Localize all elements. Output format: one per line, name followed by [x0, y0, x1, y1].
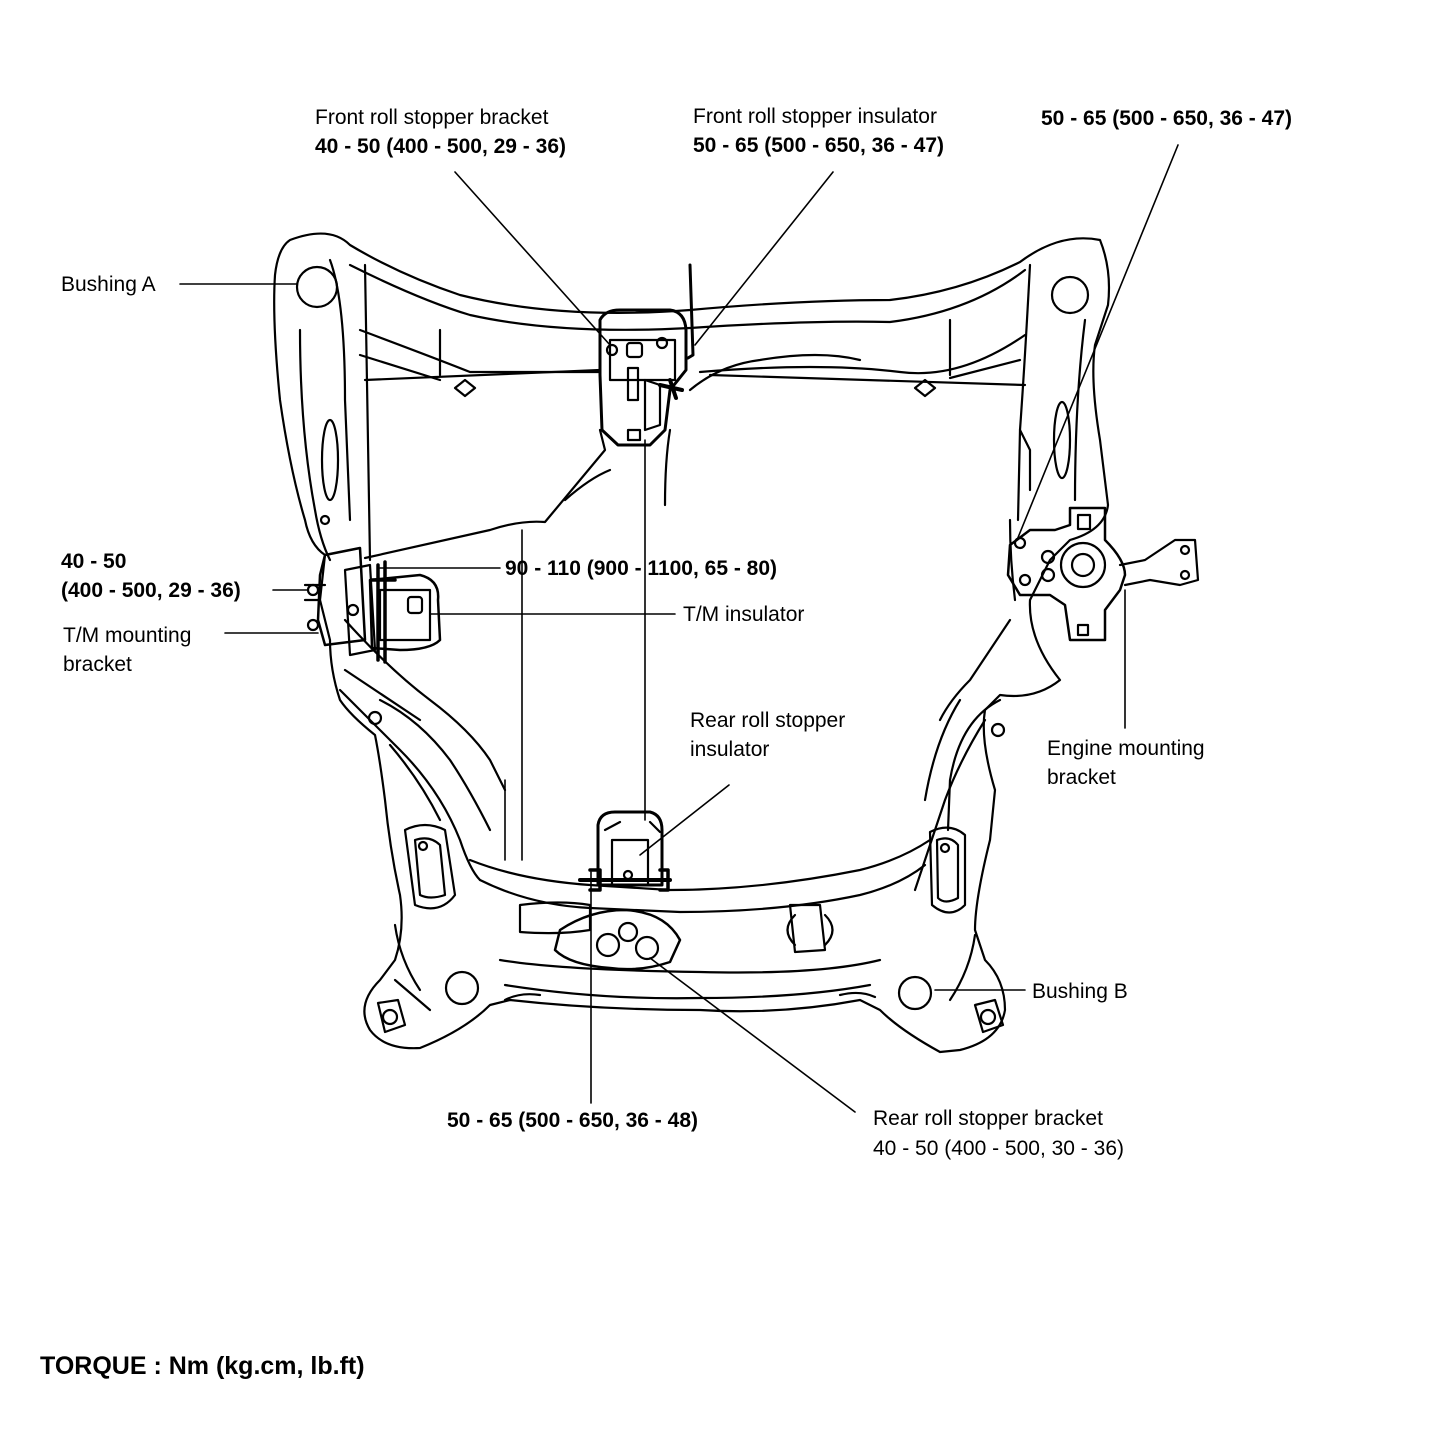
rear-roll-stopper-insulator-label-line1: Rear roll stopper — [690, 709, 846, 732]
inner-opening — [363, 428, 607, 560]
tm-mounting-bracket-label-line2: bracket — [63, 653, 132, 676]
front-roll-stopper-bracket-torque: 40 - 50 (400 - 500, 29 - 36) — [315, 135, 566, 158]
tm-insulator-torque: 90 - 110 (900 - 1100, 65 - 80) — [505, 557, 778, 580]
bushing-a — [295, 265, 339, 309]
right-lower-arm — [913, 718, 987, 892]
tm-bracket-torque-line2: (400 - 500, 29 - 36) — [61, 579, 241, 602]
bushing-b-label: Bushing B — [1032, 980, 1128, 1003]
bushing-a-label: Bushing A — [61, 273, 156, 296]
tm-insulator-label: T/M insulator — [683, 603, 805, 626]
rear-insulator-torque: 50 - 65 (500 - 650, 36 - 48) — [447, 1109, 698, 1132]
rear-roll-stopper-bracket-torque: 40 - 50 (400 - 500, 30 - 36) — [873, 1137, 1124, 1160]
front-roll-stopper-insulator-label: Front roll stopper insulator — [693, 105, 937, 128]
front-roll-stopper-insulator-torque: 50 - 65 (500 - 650, 36 - 47) — [693, 134, 944, 157]
front-roll-stopper-bracket-label: Front roll stopper bracket — [315, 106, 549, 129]
bushing-b — [897, 975, 933, 1011]
right-rail — [1016, 263, 1032, 522]
subframe-outline — [273, 232, 1111, 1054]
rear-roll-stopper — [553, 810, 682, 971]
tm-mounting-bracket-label-line1: T/M mounting — [63, 624, 192, 647]
front-crossmember — [348, 263, 1027, 331]
rear-crossmember — [468, 838, 932, 892]
torque-units-note: TORQUE : Nm (kg.cm, lb.ft) — [40, 1352, 365, 1380]
left-rear-pad — [403, 823, 457, 910]
right-rear-pad — [928, 826, 967, 914]
left-rail — [298, 328, 332, 562]
bushing-b-left — [444, 970, 480, 1006]
engine-mount — [1006, 506, 1200, 642]
tm-mount — [303, 546, 442, 664]
front-roll-stopper — [598, 263, 695, 447]
rear-roll-stopper-insulator-label-line2: insulator — [690, 738, 770, 761]
engine-bracket-bolt-torque: 50 - 65 (500 - 650, 36 - 47) — [1041, 107, 1292, 130]
engine-mounting-bracket-label-line2: bracket — [1047, 766, 1116, 789]
rear-roll-stopper-bracket-label: Rear roll stopper bracket — [873, 1107, 1103, 1130]
engine-mounting-bracket-label-line1: Engine mounting — [1047, 737, 1205, 760]
leader-lines — [179, 144, 1179, 1113]
tm-bracket-torque-line1: 40 - 50 — [61, 550, 127, 573]
